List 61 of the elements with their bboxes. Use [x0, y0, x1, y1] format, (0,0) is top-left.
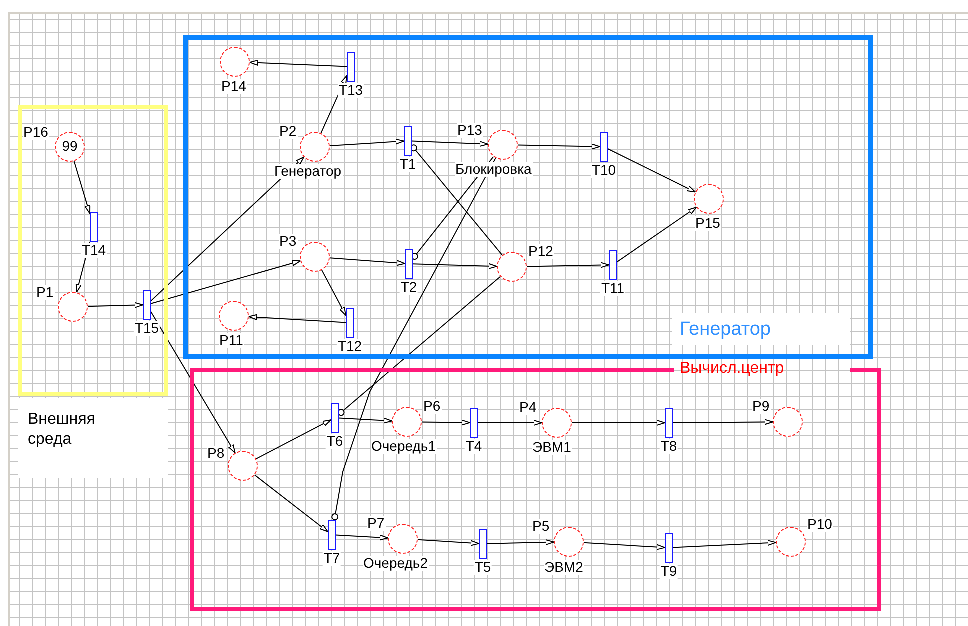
arc-arrow [150, 260, 302, 304]
arc-arrow [672, 419, 774, 426]
arc-arrow [330, 258, 406, 266]
transition-label: T10 [590, 163, 618, 178]
arc-arrow [478, 420, 542, 426]
group-label: Генератор [672, 313, 850, 345]
place-description: ЭВМ1 [532, 440, 572, 454]
arc-arrow [322, 270, 346, 316]
arc-arrow [518, 144, 600, 150]
arc-arrow [486, 540, 554, 546]
token-count: 99 [61, 139, 79, 154]
place-description: Очередь2 [362, 556, 429, 570]
transition-label: T14 [80, 243, 108, 258]
place-label: P16 [22, 124, 50, 140]
arc-arrow [584, 542, 666, 550]
place-description: Генератор [274, 164, 343, 178]
place-label: P14 [220, 78, 248, 94]
transition-label: T15 [134, 321, 160, 336]
place-description: Очередь1 [370, 438, 437, 454]
transition-label: T8 [660, 439, 678, 454]
inhibitor-arc [332, 158, 496, 521]
place-label: P15 [694, 216, 722, 230]
arc-arrow [338, 418, 392, 424]
arc-arrow [418, 539, 480, 546]
inhibitor-arc [338, 276, 502, 416]
transition-label: T1 [398, 157, 418, 172]
transition-label: T11 [600, 281, 626, 296]
arc-arrow [256, 420, 332, 460]
transition-label: T2 [400, 280, 418, 295]
arc-arrow [616, 207, 698, 263]
inhibitor-arc [410, 144, 503, 256]
arc-arrow [572, 420, 666, 426]
transition-label: T13 [338, 83, 364, 98]
place-label: P12 [528, 244, 554, 258]
transition-label: T9 [660, 564, 678, 579]
arc-arrow [412, 263, 498, 270]
arc-arrow [672, 540, 776, 548]
transition-label: T5 [474, 560, 492, 575]
arc-arrow [422, 420, 470, 426]
transition-label: T6 [326, 434, 344, 449]
group-label: Внешняя среда [18, 398, 168, 478]
arc-arrow [330, 138, 404, 146]
arc-arrow [254, 474, 328, 532]
arc-arrow [88, 302, 144, 308]
transition-label: T4 [464, 439, 484, 454]
place-label: P10 [806, 516, 834, 532]
arc-arrow [412, 140, 488, 148]
arc-arrow [336, 534, 388, 541]
arc-arrow [526, 262, 610, 268]
place-label: P13 [456, 122, 484, 138]
place-label: P11 [218, 332, 244, 348]
place-description: ЭВМ2 [544, 560, 584, 574]
arc-arrow [248, 314, 346, 324]
group-frame [183, 35, 873, 359]
arc-arrow [150, 311, 236, 454]
group-label: Вычисл.центр [679, 359, 786, 379]
transition-label: T7 [322, 551, 342, 566]
place-description: Блокировка [454, 162, 533, 176]
transition-label: T12 [336, 339, 364, 354]
arc-arrow [608, 148, 696, 193]
arc-arrow [250, 60, 348, 68]
